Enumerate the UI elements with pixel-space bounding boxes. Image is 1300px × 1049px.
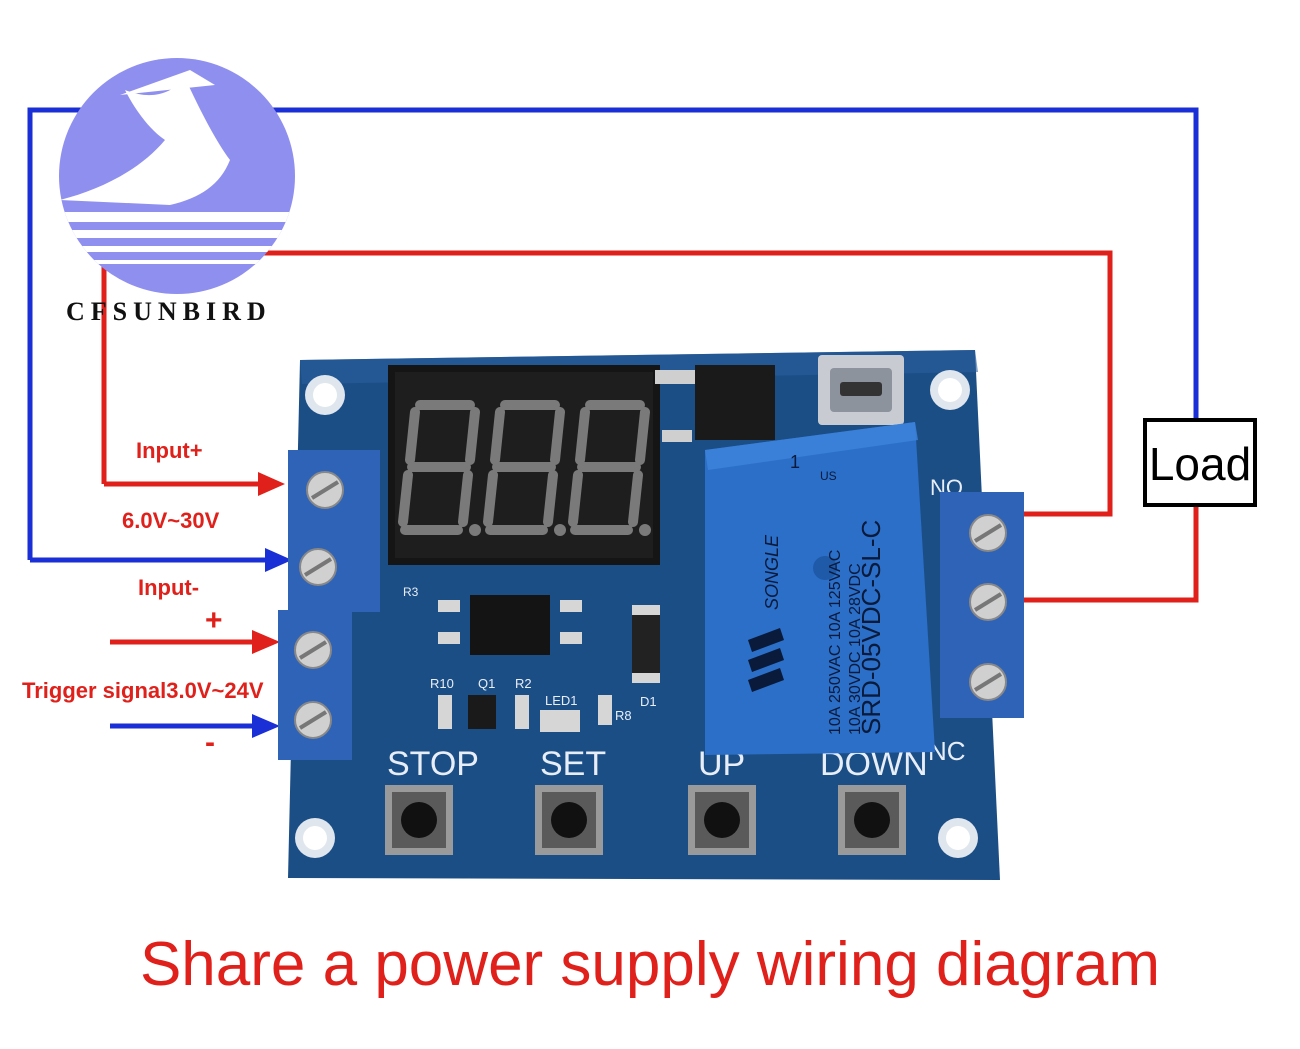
relay: SRD-05VDC-SL-C 10A 250VAC 10A 125VAC 10A… bbox=[705, 422, 935, 755]
input-plus-label: Input+ bbox=[136, 438, 203, 463]
set-label: SET bbox=[540, 745, 606, 783]
relay-mark: US bbox=[820, 469, 837, 483]
relay-rating-1: 10A 250VAC 10A 125VAC bbox=[827, 550, 844, 735]
led1-label: LED1 bbox=[545, 693, 578, 708]
left-screw-terminals bbox=[278, 450, 380, 760]
optocoupler bbox=[438, 595, 582, 655]
stop-label: STOP bbox=[387, 745, 479, 783]
micro-usb-port bbox=[818, 355, 904, 425]
terminal-labels: Input+ 6.0V~30V Input- + Trigger signal3… bbox=[22, 438, 264, 759]
up-button[interactable] bbox=[688, 785, 756, 855]
red-arrow-input-plus bbox=[258, 472, 285, 496]
tactile-buttons bbox=[385, 785, 906, 855]
load-label: Load bbox=[1149, 438, 1251, 490]
relay-model: SRD-05VDC-SL-C bbox=[856, 520, 886, 735]
red-wire-load-return bbox=[1022, 505, 1199, 603]
mounting-holes bbox=[295, 370, 978, 858]
diode-d1 bbox=[632, 605, 660, 683]
display-value: 888 bbox=[523, 551, 525, 553]
r3-label: R3 bbox=[403, 585, 419, 599]
stop-button[interactable] bbox=[385, 785, 453, 855]
load-box: Load bbox=[1143, 418, 1257, 507]
songle-logo-icon bbox=[748, 628, 784, 692]
trigger-minus-label: - bbox=[205, 726, 215, 759]
r2-label: R2 bbox=[515, 676, 532, 691]
wires bbox=[27, 107, 1199, 738]
red-arrow-trigger-plus bbox=[252, 630, 280, 654]
input-minus-label: Input- bbox=[138, 575, 199, 600]
brand-name: CFSUNBIRD bbox=[66, 297, 272, 326]
blue-arrow-trigger-minus bbox=[252, 714, 280, 738]
q1-label: Q1 bbox=[478, 676, 495, 691]
pcb-board: 888 bbox=[278, 350, 1024, 880]
down-button[interactable] bbox=[838, 785, 906, 855]
trigger-plus-label: + bbox=[205, 604, 223, 637]
trigger-signal-label: Trigger signal3.0V~24V bbox=[22, 678, 264, 703]
regulator-chip bbox=[655, 365, 775, 442]
set-button[interactable] bbox=[535, 785, 603, 855]
smd-parts bbox=[438, 695, 612, 732]
red-wire-top bbox=[101, 250, 1113, 517]
d1-label: D1 bbox=[640, 694, 657, 709]
blue-wire-top bbox=[27, 107, 1199, 560]
diagram-caption: Share a power supply wiring diagram bbox=[140, 930, 1160, 999]
voltage-range-label: 6.0V~30V bbox=[122, 508, 220, 533]
r8-label: R8 bbox=[615, 708, 632, 723]
right-screw-terminals bbox=[940, 492, 1024, 718]
relay-brand: SONGLE bbox=[762, 534, 782, 610]
relay-rating-2: 10A 30VDC 10A 28VDC bbox=[847, 563, 864, 735]
blue-arrow-input-minus bbox=[265, 548, 292, 572]
relay-pin: 1 bbox=[790, 452, 800, 472]
seven-segment-display: 888 bbox=[388, 365, 660, 565]
r10-label: R10 bbox=[430, 676, 454, 691]
brand-logo: CFSUNBIRD bbox=[59, 58, 295, 326]
